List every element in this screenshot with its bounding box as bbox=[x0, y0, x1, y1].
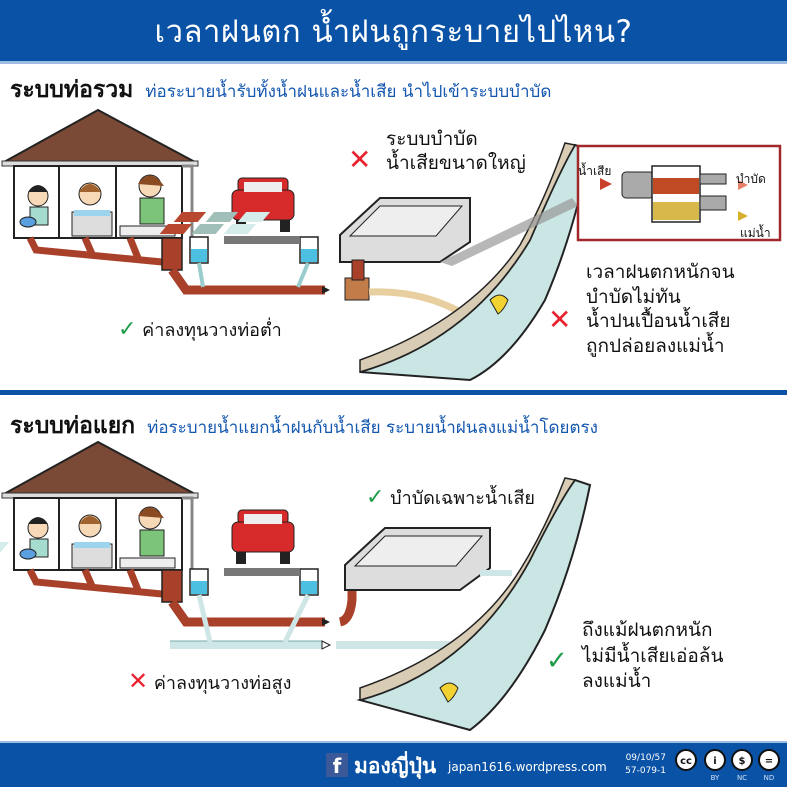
separate-system-heading: ระบบท่อแยก ท่อระบายน้ำแยกน้ำฝนกับน้ำเสีย… bbox=[10, 408, 598, 444]
separate-system-name: ระบบท่อแยก bbox=[10, 413, 136, 439]
plant-con-label: ✕ ระบบบำบัด น้ำเสียขนาดใหญ่ bbox=[348, 128, 526, 176]
combined-system-name: ระบบท่อรวม bbox=[10, 77, 134, 103]
house-roof-icon bbox=[3, 440, 196, 495]
flow-arrow-icon bbox=[321, 640, 332, 650]
brand-name: มองญี่ปุ่น bbox=[354, 754, 437, 778]
page-title: เวลาฝนตก น้ำฝนถูกระบายไปไหน? bbox=[154, 13, 633, 50]
inset-arrow-in-icon bbox=[600, 178, 612, 190]
publication-code: 57-079-1 bbox=[625, 765, 666, 776]
combined-system-description: ท่อระบายน้ำรับทั้งน้ำฝนและน้ำเสีย นำไปเข… bbox=[145, 82, 552, 102]
separate-system-description: ท่อระบายน้ำแยกน้ำฝนกับน้ำเสีย ระบายน้ำฝน… bbox=[147, 418, 598, 438]
inset-in-label: น้ำเสีย bbox=[578, 164, 612, 178]
inset-arrow-river-icon bbox=[738, 211, 748, 221]
cc-by-label: BY bbox=[710, 774, 720, 782]
cross-icon: ✕ bbox=[548, 303, 572, 336]
flow-arrow-icon bbox=[322, 286, 330, 294]
cc-by-icon: i bbox=[704, 749, 726, 771]
section-divider bbox=[0, 390, 787, 395]
cc-nc-icon: $ bbox=[731, 749, 753, 771]
cc-nd-label: ND bbox=[763, 774, 775, 782]
road-icon bbox=[224, 568, 300, 576]
check-icon: ✓ bbox=[118, 317, 137, 342]
plant-pro-label: ✓ บำบัดเฉพาะน้ำเสีย bbox=[366, 485, 535, 510]
flow-arrow-icon bbox=[322, 618, 330, 626]
check-icon: ✓ bbox=[366, 485, 385, 510]
separate-con-label: ✕ ค่าลงทุนวางท่อสูง bbox=[128, 667, 292, 695]
car-icon bbox=[231, 521, 295, 553]
house-roof-icon bbox=[3, 108, 196, 163]
publication-date: 09/10/57 bbox=[625, 753, 666, 763]
river-pro-label: ✓ ถึงแม้ฝนตกหนัก ไม่มีน้ำเสียเอ่อล้น ลงแ… bbox=[546, 619, 724, 693]
publication-meta: 09/10/57 57-079-1 bbox=[614, 752, 666, 777]
inset-arrow-treated-icon bbox=[738, 180, 748, 190]
combined-system-drawing bbox=[1, 108, 782, 382]
cc-nd-icon: = bbox=[758, 749, 780, 771]
facebook-icon[interactable]: f bbox=[326, 753, 348, 778]
fish-icon bbox=[439, 682, 459, 703]
separate-system-drawing bbox=[0, 440, 592, 732]
cross-icon: ✕ bbox=[128, 667, 149, 695]
combined-system-illustration: ✕ ระบบบำบัด น้ำเสียขนาดใหญ่ น้ำเสีย บำบั… bbox=[0, 100, 787, 390]
inset-river-label: แม่น้ำ bbox=[740, 226, 771, 240]
cc-icon: cc bbox=[675, 749, 697, 771]
check-icon: ✓ bbox=[546, 646, 568, 676]
combined-system-heading: ระบบท่อรวม ท่อระบายน้ำรับทั้งน้ำฝนและน้ำ… bbox=[10, 72, 551, 108]
cc-nc-label: NC bbox=[736, 774, 748, 782]
fish-icon bbox=[489, 294, 509, 315]
footer: f มองญี่ปุ่น japan1616.wordpress.com 09/… bbox=[0, 741, 787, 787]
site-link[interactable]: japan1616.wordpress.com bbox=[448, 760, 607, 774]
combined-pro-label: ✓ ค่าลงทุนวางท่อต่ำ bbox=[118, 317, 282, 342]
overflow-con-label: ✕ เวลาฝนตกหนักจน บำบัดไม่ทัน น้ำปนเปื้อน… bbox=[548, 261, 735, 358]
road-icon bbox=[224, 236, 300, 244]
cross-icon: ✕ bbox=[348, 143, 372, 176]
inset-treated-label: บำบัด bbox=[736, 172, 766, 186]
separate-system-illustration: ✓ บำบัดเฉพาะน้ำเสีย ✕ ค่าลงทุนวางท่อสูง … bbox=[0, 432, 787, 740]
title-bar: เวลาฝนตก น้ำฝนถูกระบายไปไหน? bbox=[0, 0, 787, 64]
